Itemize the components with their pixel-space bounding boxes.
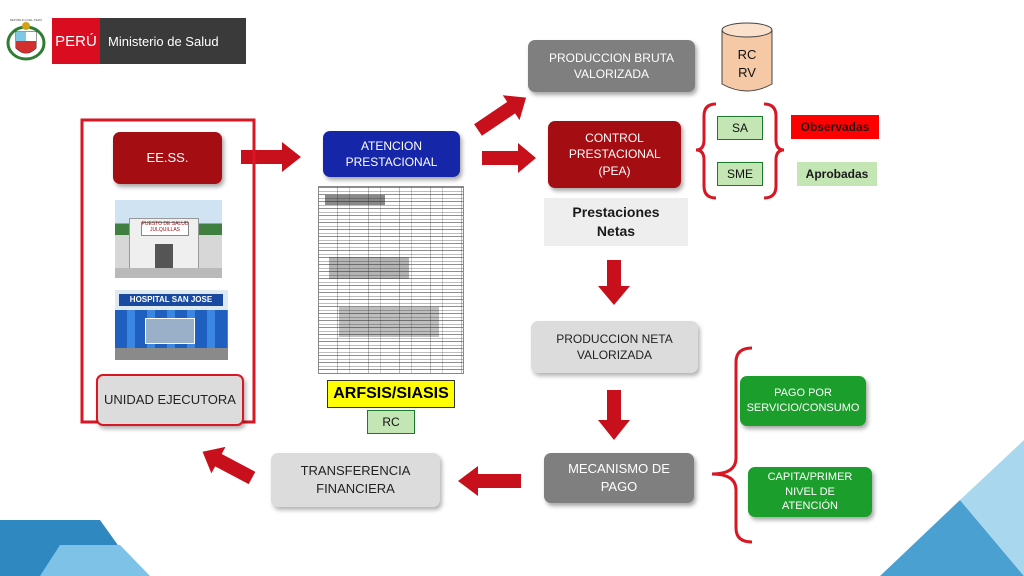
database-cylinder-icon — [721, 22, 773, 92]
produccion-neta-box: PRODUCCION NETA VALORIZADA — [531, 321, 698, 373]
atencion-prestacional-box: ATENCION PRESTACIONAL — [323, 131, 460, 177]
transferencia-financiera-box: TRANSFERENCIA FINANCIERA — [271, 453, 440, 507]
bracket-payment — [711, 346, 753, 544]
bracket-left — [695, 102, 717, 200]
peru-shield-icon — [6, 18, 46, 64]
photo-puesto-salud: PUESTO DE SALUD JULQUILLAS — [115, 200, 222, 278]
sme-label: SME — [717, 162, 763, 186]
arrow-eess-to-atencion — [241, 142, 301, 172]
produccion-bruta-box: PRODUCCION BRUTA VALORIZADA — [528, 40, 695, 92]
peru-brand: PERÚ — [52, 18, 100, 64]
arrow-to-produccion-bruta — [474, 95, 527, 136]
hospital-sign-text: HOSPITAL SAN JOSE — [129, 295, 213, 304]
arrow-produccion-neta-to-mecanismo — [598, 390, 630, 440]
eess-box: EE.SS. — [113, 132, 222, 184]
prestaciones-netas-label: Prestaciones Netas — [544, 198, 688, 246]
capita-box: CAPITA/PRIMER NIVEL DE ATENCIÓN — [748, 467, 872, 517]
scanned-form-image — [318, 186, 464, 374]
shield-caption: REPÚBLICA DEL PERÚ — [9, 18, 43, 22]
arrow-to-unidad-ejecutora — [202, 446, 256, 485]
arfsis-siasis-label: ARFSIS/SIASIS — [327, 380, 455, 408]
control-prestacional-box: CONTROL PRESTACIONAL (PEA) — [548, 121, 681, 188]
arrow-atencion-to-control — [482, 143, 536, 173]
pago-servicio-box: PAGO POR SERVICIO/CONSUMO — [740, 376, 866, 426]
mecanismo-pago-box: MECANISMO DE PAGO — [544, 453, 694, 503]
posta-sign-text: PUESTO DE SALUD JULQUILLAS — [141, 221, 189, 233]
bracket-right — [763, 102, 785, 200]
rc-rv-label: RC RV — [737, 47, 757, 80]
unidad-ejecutora-box: UNIDAD EJECUTORA — [96, 374, 244, 426]
sa-label: SA — [717, 116, 763, 140]
arrow-netas-to-produccion-neta — [598, 260, 630, 305]
ministry-name: Ministerio de Salud — [100, 18, 246, 64]
ministry-logo: REPÚBLICA DEL PERÚ PERÚ Ministerio de Sa… — [6, 18, 246, 64]
observadas-label: Observadas — [791, 115, 879, 139]
arrow-mecanismo-to-transferencia — [458, 466, 521, 496]
photo-hospital: HOSPITAL SAN JOSE — [115, 290, 228, 360]
aprobadas-label: Aprobadas — [797, 162, 877, 186]
rc-small-label: RC — [367, 410, 415, 434]
